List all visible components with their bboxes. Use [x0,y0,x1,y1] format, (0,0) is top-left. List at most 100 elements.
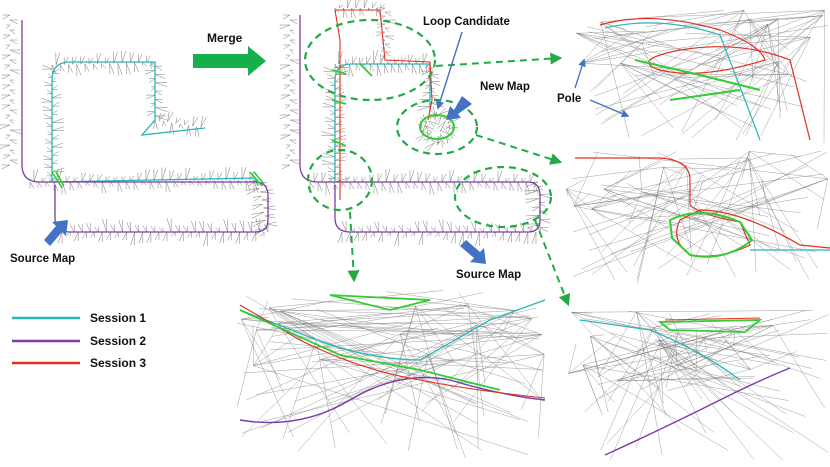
left-session2-trajectory [21,20,269,233]
zoom-br-fan-0 [568,310,807,374]
zoom-bc-fan-16 [252,316,539,455]
zoom-tr-fan-4 [620,63,806,129]
source-map-center-pointer: Source Map [456,240,521,281]
zoom-br-session3 [664,317,761,321]
merged-session1-trajectory [334,63,431,182]
merged-session3-trajectory [334,9,433,200]
zoom-br-fan-11 [609,323,797,391]
zoom-mr-fan-1 [627,156,769,224]
zoom-bc-session3 [239,304,546,399]
merge-label: Merge [207,31,243,45]
connector-new-map [475,134,563,165]
new-map-label: New Map [480,81,530,93]
zoom-mr-fan-0 [573,152,824,253]
zoom-middle-right-mesh [566,150,828,284]
left-loop-closure-1 [51,171,65,189]
left-mesh-spikes-west [0,14,22,170]
zoom-br-fan-15 [628,310,811,387]
mid-mesh-spikes-top [334,0,396,61]
zoom-mr-fan-13 [603,151,806,261]
zoom-br-loop [657,319,763,333]
zoom-bc-fan-3 [277,312,528,433]
source-map-left-label: Source Map [10,253,75,265]
zoom-mr-fan-9 [566,179,770,281]
dashed-ellipse-right [453,165,553,229]
left-mesh-spikes-loop [29,167,278,246]
zoom-tr-fan-10 [595,61,779,141]
zoom-tr-fan-5 [594,10,825,143]
left-loop-closure-2 [249,171,265,187]
zoom-bc-fan-5 [240,300,540,438]
zoom-bc-fan-14 [237,295,371,448]
zoom-top-right: Pole [557,10,828,143]
zoom-tr-session3 [599,17,811,141]
zoom-mr-fan-11 [572,151,828,277]
zoom-bc-fan-10 [261,325,513,449]
merged-map [279,0,571,307]
zoom-mr-loop [668,211,754,258]
zoom-bc-loop [239,294,501,391]
zoom-top-right-mesh [576,10,828,143]
zoom-mr-fan-4 [591,150,821,273]
zoom-mr-fan-5 [572,175,786,277]
legend-label-session1: Session 1 [90,311,146,325]
connector-top [435,52,563,67]
mid-mesh-spikes-west [279,14,301,170]
merge-arrow: Merge [193,31,266,76]
zoom-bc-fan-17 [243,308,545,438]
zoom-tr-fan-13 [685,33,811,138]
zoom-mr-fan-3 [580,165,808,270]
zoom-tr-session1 [604,22,761,141]
zoom-bc-fan-7 [258,298,533,422]
left-map-mesh [0,14,278,246]
new-map-annotation: New Map [446,81,530,120]
zoom-br-fan-7 [590,334,806,433]
zoom-bottom-right-mesh [568,310,829,461]
mid-mesh-spikes-loop [309,169,551,247]
zoom-br-session2 [604,367,791,456]
zoom-br-fan-3 [571,310,827,433]
zoom-tr-fan-11 [576,30,795,110]
zoom-bc-fan-12 [294,308,525,459]
connector-left [347,211,360,283]
zoom-bc-session1 [239,299,546,361]
merged-loop-closures [331,63,373,147]
source-map-center-label: Source Map [456,269,521,281]
zoom-br-fan-12 [600,313,755,461]
zoom-br-fan-14 [605,312,829,392]
legend: Session 1 Session 2 Session 3 [12,311,146,370]
zoom-bc-fan-0 [237,300,530,407]
zoom-bc-fan-15 [270,304,542,404]
dashed-ellipse-new-map [395,98,479,156]
zoom-tr-fan-8 [600,10,742,138]
connector-right [534,219,571,307]
zoom-mr-fan-10 [631,151,825,273]
new-map-loop [419,114,455,140]
pole-label: Pole [557,93,581,105]
legend-label-session3: Session 3 [90,356,146,370]
left-session1-trajectory [51,61,206,182]
zoom-br-fan-4 [585,318,799,448]
zoom-tr-fan-7 [601,10,769,132]
zoom-br-fan-10 [598,333,828,444]
zoom-br-fan-6 [610,343,783,461]
zoom-bc-fan-13 [242,313,509,434]
zoom-br-fan-2 [597,311,787,456]
loop-candidate-annotation: Loop Candidate [423,16,510,110]
zoom-tr-loop [634,59,761,101]
zoom-br-fan-1 [584,354,760,412]
zoom-br-session1 [579,319,741,381]
dashed-ellipse-top [303,18,437,102]
zoom-bc-fan-4 [287,291,515,433]
zoom-br-fan-9 [598,339,828,453]
dashed-ellipse-left [306,148,374,212]
zoom-bottom-center [237,290,546,459]
pole-pointer-1 [574,58,586,89]
left-source-map [0,14,278,246]
pole-pointer-2 [589,99,630,118]
zoom-tr-fan-1 [581,25,828,70]
loop-candidate-label: Loop Candidate [423,16,510,28]
zoom-middle-right [566,150,830,284]
merged-map-mesh [279,0,551,247]
